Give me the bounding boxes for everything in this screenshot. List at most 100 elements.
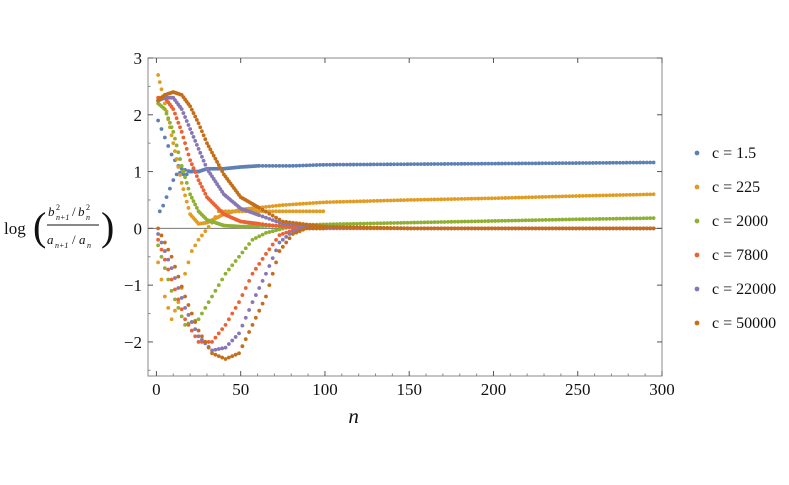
data-point: [611, 216, 616, 221]
data-point: [205, 141, 209, 146]
data-point: [567, 226, 572, 231]
data-point: [173, 287, 177, 292]
data-point: [604, 193, 609, 198]
data-point: [287, 220, 292, 225]
data-point: [469, 161, 474, 166]
data-point: [297, 229, 302, 234]
data-point: [162, 266, 167, 271]
data-point: [200, 334, 204, 339]
data-point: [184, 199, 189, 204]
data-point: [210, 150, 214, 155]
data-point: [324, 162, 329, 167]
data-point: [215, 160, 219, 164]
data-point: [486, 161, 491, 166]
data-point: [530, 161, 535, 166]
data-point: [375, 162, 380, 167]
data-point: [402, 226, 407, 231]
data-point: [270, 229, 275, 234]
data-point: [388, 162, 393, 167]
data-point: [486, 196, 491, 201]
data-point: [270, 271, 275, 276]
data-point: [203, 340, 208, 344]
data-point: [193, 327, 198, 332]
data-point: [493, 219, 498, 223]
data-point: [253, 266, 258, 271]
data-point: [577, 194, 582, 198]
data-point: [617, 226, 622, 231]
data-point: [161, 203, 166, 208]
data-point: [184, 172, 189, 177]
data-point: [291, 163, 295, 168]
data-point: [191, 166, 196, 171]
data-point: [446, 162, 450, 166]
series-6: [156, 90, 656, 361]
svg-text:(: (: [33, 204, 46, 249]
data-point: [179, 307, 184, 312]
data-point: [621, 216, 626, 221]
data-point: [321, 162, 326, 167]
data-point: [644, 226, 649, 231]
data-point: [193, 243, 198, 248]
data-point: [422, 226, 427, 231]
data-point: [264, 222, 268, 227]
data-point: [250, 300, 255, 305]
data-point: [164, 111, 169, 116]
data-point: [641, 192, 646, 197]
data-point: [553, 194, 558, 199]
data-point: [601, 226, 605, 231]
data-point: [193, 170, 198, 175]
data-point: [301, 227, 305, 232]
data-point: [489, 219, 494, 223]
data-point: [543, 161, 548, 166]
data-point: [500, 161, 504, 166]
data-point: [311, 201, 316, 205]
data-point: [277, 249, 282, 253]
x-tick-label: 50: [232, 380, 249, 399]
data-point: [412, 162, 417, 167]
data-point: [194, 142, 199, 147]
data-point: [193, 320, 198, 324]
data-point: [220, 327, 225, 332]
data-point: [358, 221, 363, 226]
data-point: [264, 294, 268, 299]
data-point: [314, 226, 319, 231]
data-point: [348, 221, 353, 226]
data-point: [196, 317, 201, 322]
data-point: [483, 161, 487, 166]
data-point: [223, 345, 228, 350]
svg-text:b: b: [78, 204, 85, 219]
data-point: [257, 261, 262, 266]
data-point: [274, 215, 278, 220]
data-point: [277, 240, 282, 245]
data-point: [442, 197, 447, 202]
data-point: [196, 340, 201, 344]
data-point: [216, 163, 221, 167]
data-point: [395, 198, 400, 203]
data-point: [181, 172, 186, 177]
data-point: [284, 230, 289, 235]
data-point: [459, 226, 464, 231]
data-point: [385, 198, 390, 203]
data-point: [543, 218, 548, 222]
data-point: [189, 162, 194, 167]
data-point: [368, 162, 373, 167]
data-point: [435, 226, 440, 231]
data-point: [408, 198, 413, 202]
data-point: [597, 226, 602, 231]
y-tick-label: 3: [134, 49, 143, 68]
data-point: [169, 277, 174, 282]
data-point: [176, 150, 181, 155]
x-tick-label: 0: [152, 380, 161, 399]
data-point: [176, 120, 181, 125]
data-point: [226, 317, 231, 322]
data-point: [607, 226, 612, 231]
data-point: [181, 187, 186, 192]
data-point: [388, 226, 393, 230]
data-point: [201, 158, 206, 163]
data-point: [466, 226, 471, 231]
data-point: [247, 308, 252, 312]
data-point: [456, 219, 460, 224]
svg-text:a: a: [79, 232, 86, 247]
data-point: [331, 162, 336, 167]
